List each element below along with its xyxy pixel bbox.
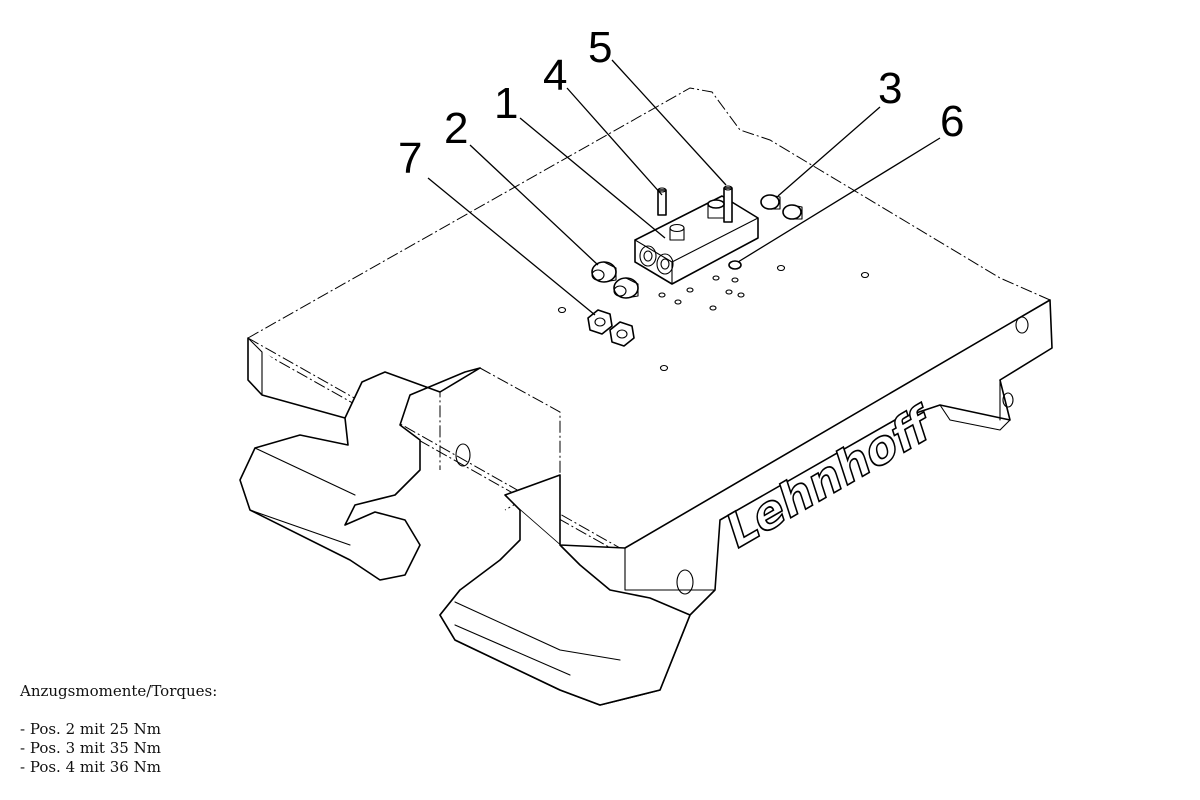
callout-2: 2 bbox=[444, 104, 468, 153]
torque-notes-title: Anzugsmomente/Torques: bbox=[20, 682, 218, 700]
torque-notes: Anzugsmomente/Torques: - Pos. 2 mit 25 N… bbox=[20, 682, 217, 777]
seal-ring bbox=[728, 260, 742, 270]
fittings-pos2 bbox=[591, 261, 639, 299]
callout-1: 1 bbox=[494, 79, 518, 128]
torque-note-line: - Pos. 3 mit 35 Nm bbox=[20, 739, 161, 757]
plugs-pos3 bbox=[760, 194, 803, 220]
callout-5: 5 bbox=[588, 23, 612, 72]
nuts-pos7 bbox=[587, 309, 635, 347]
torque-note-line: - Pos. 2 mit 25 Nm bbox=[20, 720, 161, 738]
leader-lines bbox=[427, 59, 941, 316]
coupler-body bbox=[239, 264, 1053, 706]
valve-block bbox=[634, 195, 759, 285]
vent-pins bbox=[657, 185, 733, 223]
callout-3: 3 bbox=[878, 64, 902, 113]
callout-4: 4 bbox=[543, 51, 567, 100]
callout-labels: 1 2 3 4 5 6 7 bbox=[398, 23, 964, 183]
callout-6: 6 bbox=[940, 97, 964, 146]
callout-7: 7 bbox=[398, 134, 422, 183]
torque-note-line: - Pos. 4 mit 36 Nm bbox=[20, 758, 161, 776]
plate-holes bbox=[557, 264, 870, 372]
